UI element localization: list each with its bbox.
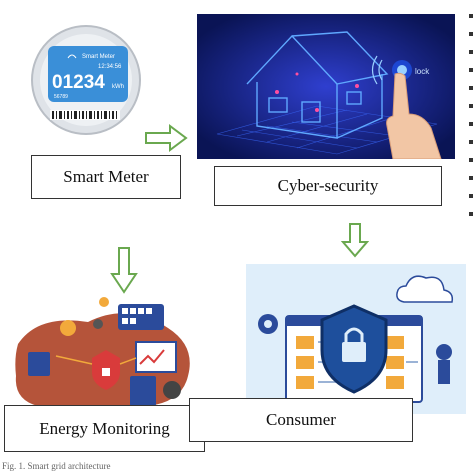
smart-meter-label: Smart Meter — [31, 155, 181, 199]
lock-text: lock — [415, 67, 430, 76]
consumer-image — [246, 264, 466, 414]
person-icon — [436, 344, 452, 360]
meter-time: 12:34:56 — [98, 64, 122, 70]
consumer-label: Consumer — [189, 398, 413, 442]
cloud-icon — [396, 275, 454, 303]
arrow-right-icon — [144, 124, 188, 152]
energy-monitoring-image — [8, 294, 204, 412]
right-margin-text — [466, 0, 474, 420]
gear-icon — [163, 381, 181, 399]
figure-caption: Fig. 1. Smart grid architecture — [2, 461, 111, 471]
arrow-down-icon — [110, 246, 138, 294]
gear-icon — [93, 319, 103, 329]
smart-meter-label-text: Smart Meter — [63, 167, 149, 186]
wifi-icon — [67, 54, 77, 59]
smart-meter-image: Smart Meter 12:34:56 01234 kWh 56789 — [30, 18, 142, 138]
wifi-icon — [99, 297, 109, 307]
meter-reading: 01234 — [52, 72, 105, 93]
consumer-label-text: Consumer — [266, 410, 336, 429]
cyber-security-image: lock — [197, 14, 455, 159]
cyber-security-label-text: Cyber-security — [277, 176, 379, 195]
meter-unit: kWh — [112, 84, 124, 90]
cyber-security-label: Cyber-security — [214, 166, 442, 206]
meter-small-number: 56789 — [54, 94, 68, 100]
arrow-down-icon — [341, 222, 369, 258]
hand-icon — [386, 72, 442, 159]
person-icon — [60, 320, 76, 336]
lock-icon — [344, 327, 364, 342]
energy-monitoring-label-text: Energy Monitoring — [39, 418, 170, 438]
energy-monitoring-label: Energy Monitoring — [4, 405, 205, 452]
meter-brand: Smart Meter — [82, 54, 115, 60]
